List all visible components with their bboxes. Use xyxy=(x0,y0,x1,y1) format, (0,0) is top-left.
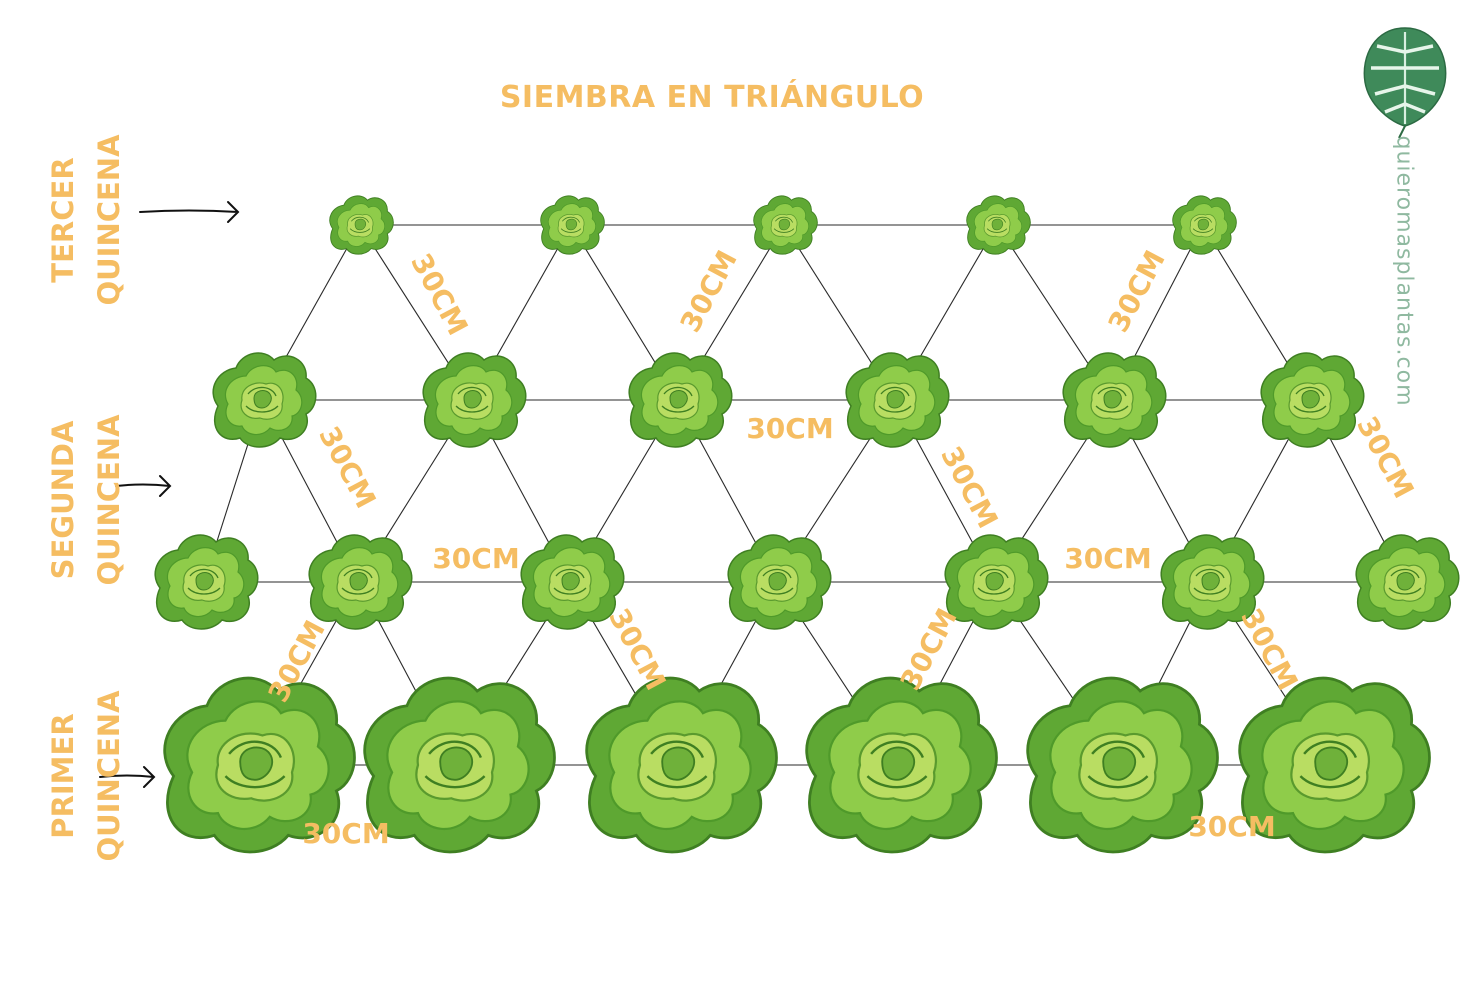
page-title: SIEMBRA EN TRIÁNGULO xyxy=(499,80,925,115)
lettuce-icon xyxy=(628,352,733,448)
row-label-first: PRIMER QUINCENA xyxy=(40,666,132,886)
distance-label: 30CM xyxy=(432,542,519,575)
lettuce-icon xyxy=(753,195,818,255)
row-label-line: TERCER xyxy=(46,157,80,283)
lettuce-plants xyxy=(154,195,1460,854)
monstera-leaf-icon xyxy=(1363,27,1447,139)
row-label-line: PRIMER xyxy=(46,713,80,839)
lettuce-icon xyxy=(1172,195,1237,255)
distance-label: 30CM xyxy=(934,441,1004,534)
arrow-right-icon xyxy=(99,766,156,788)
lettuce-icon xyxy=(1355,534,1460,630)
lettuce-icon xyxy=(805,676,998,854)
row-label-third: TERCER QUINCENA xyxy=(40,110,132,330)
lettuce-icon xyxy=(540,195,605,255)
lettuce-icon xyxy=(308,534,413,630)
lettuce-icon xyxy=(422,352,527,448)
distance-label: 30CM xyxy=(1102,245,1172,338)
distance-label: 30CM xyxy=(1350,411,1420,504)
row-label-second: SEGUNDA QUINCENA xyxy=(40,390,132,610)
lettuce-icon xyxy=(1062,352,1167,448)
brand-text: quieromasplantas.com xyxy=(1391,135,1417,407)
row-label-line: QUINCENA xyxy=(92,414,126,586)
row-arrows xyxy=(99,201,240,788)
spacing-lines xyxy=(203,224,1406,766)
distance-label: 30CM xyxy=(404,248,474,341)
lettuce-icon xyxy=(212,352,317,448)
lettuce-icon xyxy=(845,352,950,448)
lettuce-icon xyxy=(154,534,259,630)
lettuce-icon xyxy=(727,534,832,630)
distance-label: 30CM xyxy=(1064,542,1151,575)
row-label-line: QUINCENA xyxy=(92,690,126,862)
lettuce-icon xyxy=(585,676,778,854)
distance-label: 30CM xyxy=(894,603,964,696)
distance-label: 30CM xyxy=(1188,810,1275,843)
row-label-line: QUINCENA xyxy=(92,134,126,306)
lettuce-icon xyxy=(1260,352,1365,448)
distance-label: 30CM xyxy=(674,245,744,338)
arrow-right-icon xyxy=(139,201,240,223)
distance-label: 30CM xyxy=(746,412,833,445)
lettuce-icon xyxy=(966,195,1031,255)
row-label-line: SEGUNDA xyxy=(46,420,80,580)
distance-label: 30CM xyxy=(602,603,672,696)
lettuce-icon xyxy=(944,534,1049,630)
arrow-right-icon xyxy=(115,475,172,497)
distance-label: 30CM xyxy=(302,817,389,850)
distance-label: 30CM xyxy=(312,421,382,514)
lettuce-icon xyxy=(329,195,394,255)
distance-label: 30CM xyxy=(1234,603,1304,696)
lettuce-icon xyxy=(363,676,556,854)
